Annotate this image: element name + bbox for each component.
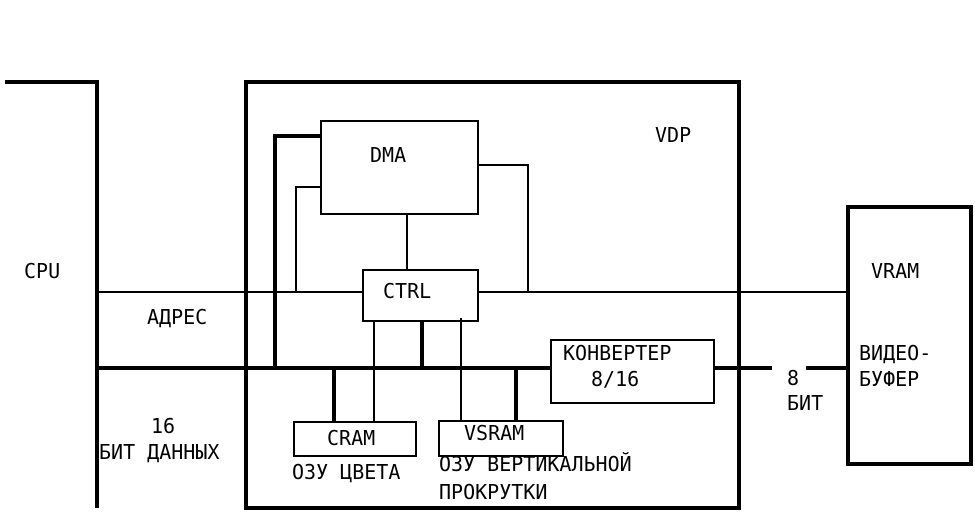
cpu-label: CPU — [24, 259, 60, 283]
vram-label: VRAM — [871, 259, 919, 283]
vsram-description-line2: ПРОКРУТКИ — [439, 480, 547, 504]
converter-box — [550, 339, 715, 404]
dma-data-connection — [273, 134, 321, 368]
vdp-box — [244, 80, 741, 510]
dma-box — [320, 120, 479, 215]
cram-box — [293, 421, 417, 457]
cram-description: ОЗУ ЦВЕТА — [292, 460, 400, 484]
dma-address-connection-right — [478, 164, 529, 292]
vram-bits-unit-label: БИТ — [787, 391, 823, 415]
vram-bits-label: 8 — [787, 366, 799, 390]
converter-label-line2: 8/16 — [591, 367, 639, 391]
converter-label-line1: КОНВЕРТЕР — [563, 341, 671, 365]
dma-label: DMA — [370, 143, 406, 167]
cpu-bus-line — [5, 80, 99, 508]
vsram-box — [438, 420, 564, 457]
vram-description-line2: БУФЕР — [859, 367, 919, 391]
vsram-label: VSRAM — [464, 421, 524, 445]
address-bus-label: АДРЕС — [147, 305, 207, 329]
vsram-description-line1: ОЗУ ВЕРТИКАЛЬНОЙ — [439, 452, 632, 476]
ctrl-label: CTRL — [383, 279, 431, 303]
dma-address-connection-left — [295, 186, 321, 292]
cram-label: CRAM — [327, 426, 375, 450]
vdp-label: VDP — [655, 123, 691, 147]
vram-box — [846, 205, 973, 466]
data-bus-label: БИТ ДАННЫХ — [99, 440, 219, 464]
data-bits-label: 16 — [151, 414, 175, 438]
vram-description-line1: ВИДЕО- — [859, 341, 931, 365]
